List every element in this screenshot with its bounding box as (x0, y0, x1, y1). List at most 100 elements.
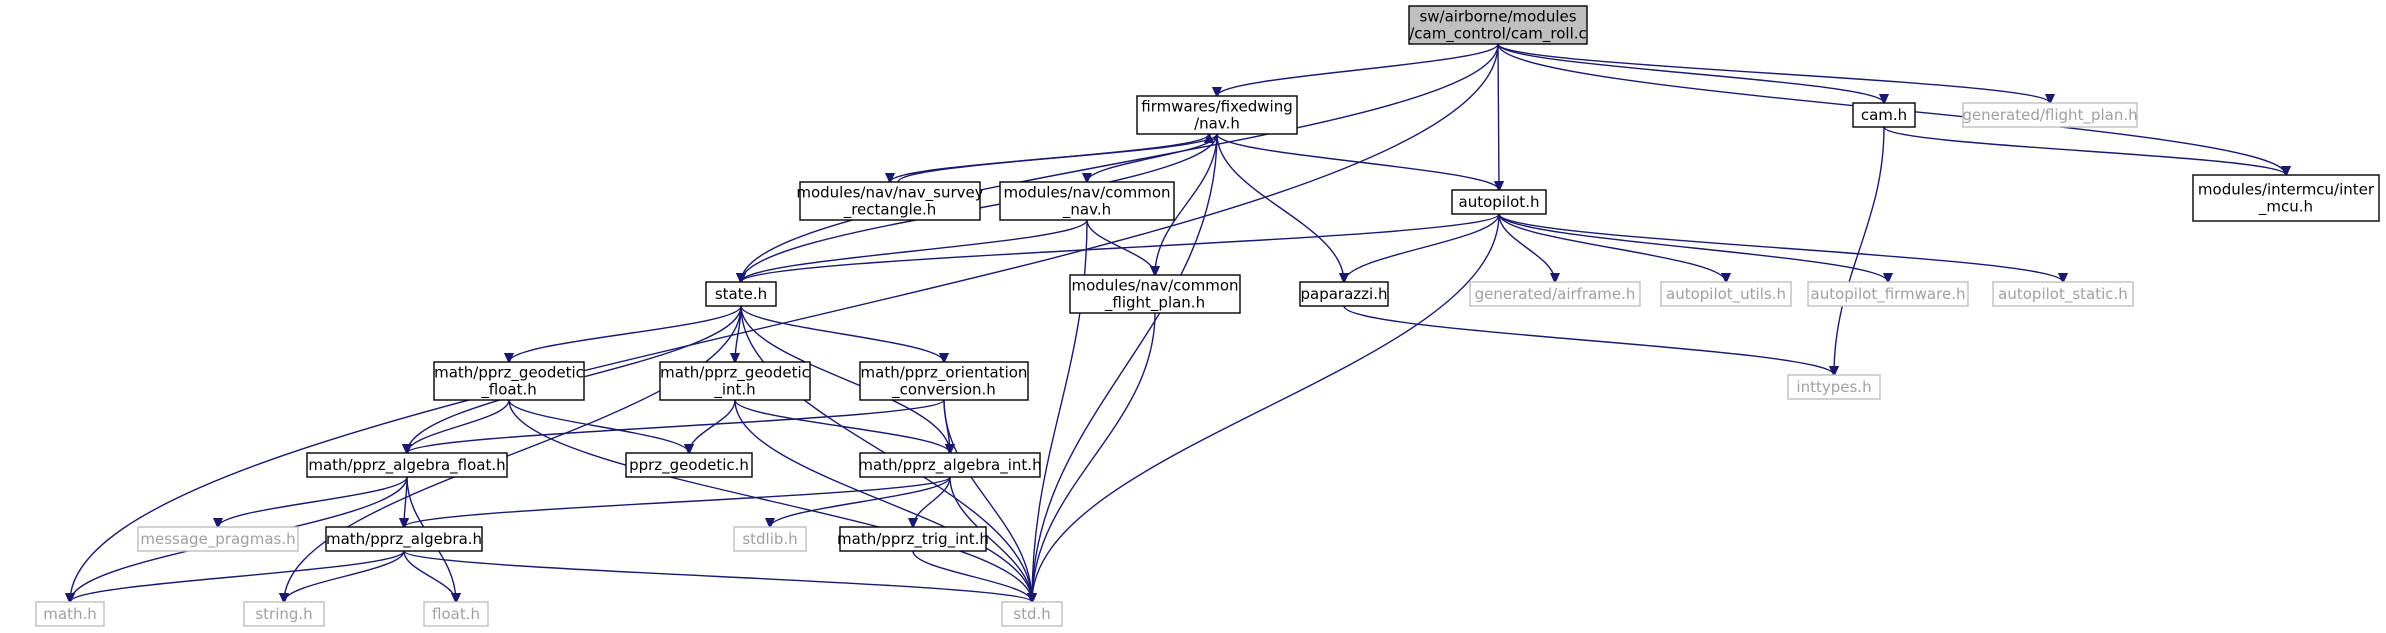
node-state[interactable]: state.h (705, 281, 777, 307)
edge-line (1498, 43, 1499, 190)
edge-line (1498, 213, 1726, 282)
node-label-line: _nav.h (1062, 201, 1111, 220)
edge-algebra_float-to-msg_pragmas (218, 476, 408, 527)
edge-algebra-to-float (403, 550, 456, 602)
node-label-line: _float.h (480, 381, 536, 400)
node-box (1136, 95, 1298, 135)
edge-trig_int-to-std (912, 550, 1032, 602)
edge-line (1344, 213, 1500, 282)
node-ap-static: autopilot_static.h (1992, 281, 2134, 307)
node-algebra-int[interactable]: math/pprz_algebra_int.h (858, 452, 1042, 478)
node-common-nav[interactable]: modules/nav/common_nav.h (999, 181, 1175, 221)
edge-autopilot-to-ap_static (1498, 213, 2063, 282)
edge-fw_nav-to-autopilot (1216, 133, 1499, 190)
edge-cam_roll-to-cam (1497, 43, 1884, 103)
node-trig-int[interactable]: math/pprz_trig_int.h (837, 526, 989, 552)
node-box (1469, 281, 1641, 307)
edge-autopilot-to-gen_airframe (1498, 213, 1555, 282)
edge-line (770, 476, 951, 527)
node-label-line: message_pragmas.h (140, 530, 295, 549)
node-intermcu[interactable]: modules/intermcu/inter_mcu.h (2192, 174, 2380, 222)
node-box (243, 601, 325, 627)
node-label-line: float.h (432, 605, 480, 623)
node-label-line: math/pprz_algebra_float.h (308, 456, 505, 475)
node-std: std.h (1001, 601, 1063, 627)
node-label-line: math/pprz_orientation (861, 364, 1028, 383)
node-box (1451, 189, 1547, 215)
edge-line (70, 550, 405, 602)
edge-geodetic_int-to-pprz_geodetic (689, 399, 736, 453)
edge-state-to-geodetic_float (509, 305, 742, 362)
node-paparazzi[interactable]: paparazzi.h (1299, 281, 1389, 307)
edge-cam_roll-to-fw_nav (1217, 43, 1499, 96)
node-algebra[interactable]: math/pprz_algebra.h (325, 526, 483, 552)
node-label-line: autopilot_utils.h (1666, 285, 1786, 304)
edge-orientation-to-std (943, 399, 1032, 602)
node-box (1001, 601, 1063, 627)
node-box (1660, 281, 1792, 307)
node-pprz-geodetic[interactable]: pprz_geodetic.h (625, 452, 753, 478)
node-label-line: math/pprz_geodetic (660, 364, 810, 383)
node-label-line: inttypes.h (1796, 378, 1871, 396)
node-common-fp[interactable]: modules/nav/common_flight_plan.h (1069, 274, 1241, 314)
edge-cam-to-intermcu (1883, 126, 2286, 175)
edge-fw_nav-to-std (1032, 133, 1218, 602)
node-label-line: math/pprz_algebra_int.h (858, 456, 1041, 475)
edge-line (1155, 133, 1218, 275)
node-box (799, 181, 981, 221)
node-box (137, 526, 299, 552)
node-box (733, 526, 807, 552)
node-label-line: generated/flight_plan.h (1962, 106, 2137, 125)
node-label-line: _flight_plan.h (1104, 294, 1205, 313)
edge-algebra-to-string (284, 550, 405, 602)
node-box (423, 601, 489, 627)
edge-fw_nav-to-common_nav (1087, 133, 1218, 182)
edge-line (913, 476, 951, 527)
node-box (1807, 281, 1969, 307)
edge-state-to-orientation (740, 305, 944, 362)
edge-line (284, 305, 742, 602)
node-label-line: pprz_geodetic.h (629, 456, 749, 475)
edge-fw_nav-to-paparazzi (1216, 133, 1344, 282)
node-label-line: math/pprz_geodetic (434, 364, 584, 383)
node-label-line: autopilot_firmware.h (1811, 285, 1966, 304)
node-autopilot[interactable]: autopilot.h (1451, 189, 1547, 215)
node-label-line: /cam_control/cam_roll.c (1409, 25, 1587, 44)
node-cam[interactable]: cam.h (1852, 102, 1916, 128)
node-cam-roll[interactable]: sw/airborne/modules/cam_control/cam_roll… (1408, 5, 1588, 45)
node-label-line: std.h (1013, 605, 1051, 623)
node-box (35, 601, 105, 627)
node-label-line: modules/nav/common (1071, 277, 1238, 295)
edge-line (1498, 213, 2063, 282)
edge-line (734, 399, 1032, 602)
node-ap-firmware: autopilot_firmware.h (1807, 281, 1969, 307)
node-label-line: firmwares/fixedwing (1141, 98, 1292, 116)
edge-line (740, 305, 950, 453)
node-label-line: generated/airframe.h (1475, 285, 1636, 303)
edge-line (404, 476, 951, 527)
edge-algebra_int-to-trig_int (913, 476, 951, 527)
node-fw-nav[interactable]: firmwares/fixedwing/nav.h (1136, 95, 1298, 135)
node-algebra-float[interactable]: math/pprz_algebra_float.h (306, 452, 508, 478)
node-label-line: sw/airborne/modules (1419, 8, 1576, 26)
edge-line (1343, 305, 1834, 375)
node-nav-survey[interactable]: modules/nav/nav_survey_rectangle.h (796, 181, 984, 221)
edge-line (509, 305, 742, 362)
edge-geodetic_int-to-algebra_int (734, 399, 950, 453)
node-label-line: string.h (255, 605, 312, 623)
node-box (433, 361, 585, 401)
node-label-line: math.h (43, 605, 96, 623)
edge-line (741, 43, 1499, 282)
node-geodetic-int[interactable]: math/pprz_geodetic_int.h (659, 361, 811, 401)
edge-line (284, 550, 405, 602)
node-geodetic-float[interactable]: math/pprz_geodetic_float.h (433, 361, 585, 401)
edge-common_nav-to-state (741, 219, 1088, 282)
node-label-line: paparazzi.h (1301, 285, 1388, 303)
edge-line (741, 213, 1500, 282)
edge-line (508, 399, 1032, 602)
edge-line (689, 399, 736, 453)
node-msg-pragmas: message_pragmas.h (137, 526, 299, 552)
node-orientation[interactable]: math/pprz_orientation_conversion.h (859, 361, 1029, 401)
edge-line (1498, 213, 1555, 282)
